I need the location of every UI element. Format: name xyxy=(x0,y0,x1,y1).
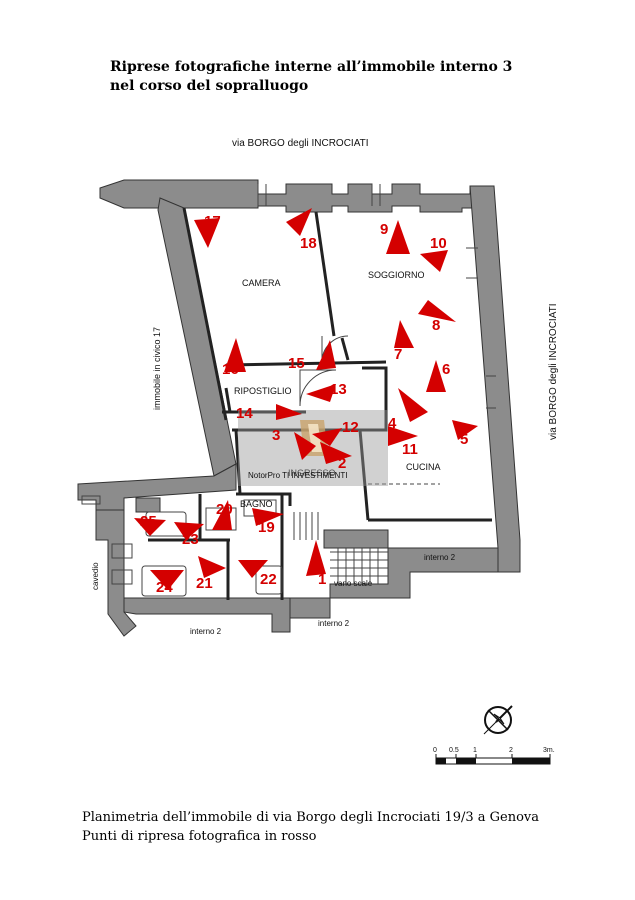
arrow-25 xyxy=(134,518,166,536)
scale-bar: 0 0.5 1 2 3m. xyxy=(433,747,555,765)
arrow-2 xyxy=(320,442,352,464)
arrow-5 xyxy=(452,420,478,440)
room-label-vano-scale: vano scale xyxy=(334,579,373,588)
arrow-20 xyxy=(212,500,232,530)
point-11: 11 xyxy=(402,441,418,458)
point-1: 1 xyxy=(318,571,326,588)
room-label-ingresso: INGRESSO xyxy=(288,468,336,478)
point-6: 6 xyxy=(442,361,450,378)
scale-tick-1: 1 xyxy=(473,747,477,754)
room-label-interno2-stairs: interno 2 xyxy=(318,619,350,628)
scale-tick-0-5: 0.5 xyxy=(449,747,459,754)
photo-arrows xyxy=(134,208,478,590)
arrow-7 xyxy=(394,320,414,348)
point-8: 8 xyxy=(432,317,440,334)
point-20: 20 xyxy=(216,501,233,518)
interior-walls xyxy=(148,207,492,600)
arrow-12 xyxy=(312,428,342,446)
compass-rose-icon xyxy=(483,705,513,735)
title-line-2: nel corso del sopralluogo xyxy=(110,78,309,94)
neighbour-label-left: immobile in civico 17 xyxy=(152,327,162,410)
scale-tick-2: 2 xyxy=(509,747,513,754)
arrow-10 xyxy=(420,250,448,272)
caption-line-1: Planimetria dell’immobile di via Borgo d… xyxy=(82,810,540,825)
watermark-text: NotorPro TI INVESTIMENTI xyxy=(248,471,347,480)
room-label-cavedio: cavedio xyxy=(91,562,100,590)
street-label-top: via BORGO degli INCROCIATI xyxy=(232,138,369,149)
room-label-soggiorno: SOGGIORNO xyxy=(368,270,425,280)
point-16: 16 xyxy=(222,361,239,378)
arrow-9 xyxy=(386,220,410,254)
room-label-camera: CAMERA xyxy=(242,278,281,288)
arrow-18 xyxy=(286,208,312,236)
point-3: 3 xyxy=(272,427,280,444)
scale-tick-0: 0 xyxy=(433,747,437,754)
point-10: 10 xyxy=(430,235,447,252)
arrow-13 xyxy=(306,384,336,402)
point-18: 18 xyxy=(300,235,317,252)
point-7: 7 xyxy=(394,346,402,363)
point-9: 9 xyxy=(380,221,388,238)
document-caption: Planimetria dell’immobile di via Borgo d… xyxy=(82,808,582,846)
point-14: 14 xyxy=(236,405,253,422)
point-13: 13 xyxy=(330,381,347,398)
point-19: 19 xyxy=(258,519,275,536)
room-label-interno2-right: interno 2 xyxy=(424,553,456,562)
arrow-24 xyxy=(150,570,184,590)
room-label-bagno: BAGNO xyxy=(240,499,273,509)
arrow-22 xyxy=(238,560,268,578)
point-24: 24 xyxy=(156,579,173,596)
caption-line-2: Punti di ripresa fotografica in rosso xyxy=(82,829,317,844)
point-21: 21 xyxy=(196,575,213,592)
exterior-walls xyxy=(77,179,521,637)
point-15: 15 xyxy=(288,355,305,372)
street-label-right: via BORGO degli INCROCIATI xyxy=(548,303,559,440)
arrow-4 xyxy=(398,388,428,422)
arrow-11 xyxy=(388,426,418,446)
arrow-19 xyxy=(252,508,284,526)
arrow-17 xyxy=(194,218,220,248)
point-12: 12 xyxy=(342,419,359,436)
arrow-14 xyxy=(276,404,302,420)
point-23: 23 xyxy=(182,531,199,548)
title-line-1: Riprese fotografiche interne all’immobil… xyxy=(110,59,513,75)
room-label-cucina: CUCINA xyxy=(406,462,441,472)
arrow-8 xyxy=(418,300,456,322)
point-17: 17 xyxy=(204,213,221,230)
point-25: 25 xyxy=(140,513,157,530)
document-title: Riprese fotografiche interne all’immobil… xyxy=(110,58,530,96)
arrow-21 xyxy=(198,556,226,578)
room-label-ripostiglio: RIPOSTIGLIO xyxy=(234,386,292,396)
point-4: 4 xyxy=(388,415,397,432)
point-2: 2 xyxy=(338,455,346,472)
arrow-16 xyxy=(224,338,246,372)
arrow-3 xyxy=(294,432,316,460)
arrow-1 xyxy=(306,540,326,576)
point-22: 22 xyxy=(260,571,277,588)
arrow-6 xyxy=(426,360,446,392)
photo-point-numbers: 1 2 3 4 5 6 7 8 9 10 11 12 13 14 15 16 1… xyxy=(140,213,468,596)
arrow-23 xyxy=(174,522,204,540)
room-label-interno2-bottom: interno 2 xyxy=(190,627,222,636)
scale-tick-3m: 3m. xyxy=(543,747,555,754)
point-5: 5 xyxy=(460,431,468,448)
arrow-15 xyxy=(316,340,336,370)
